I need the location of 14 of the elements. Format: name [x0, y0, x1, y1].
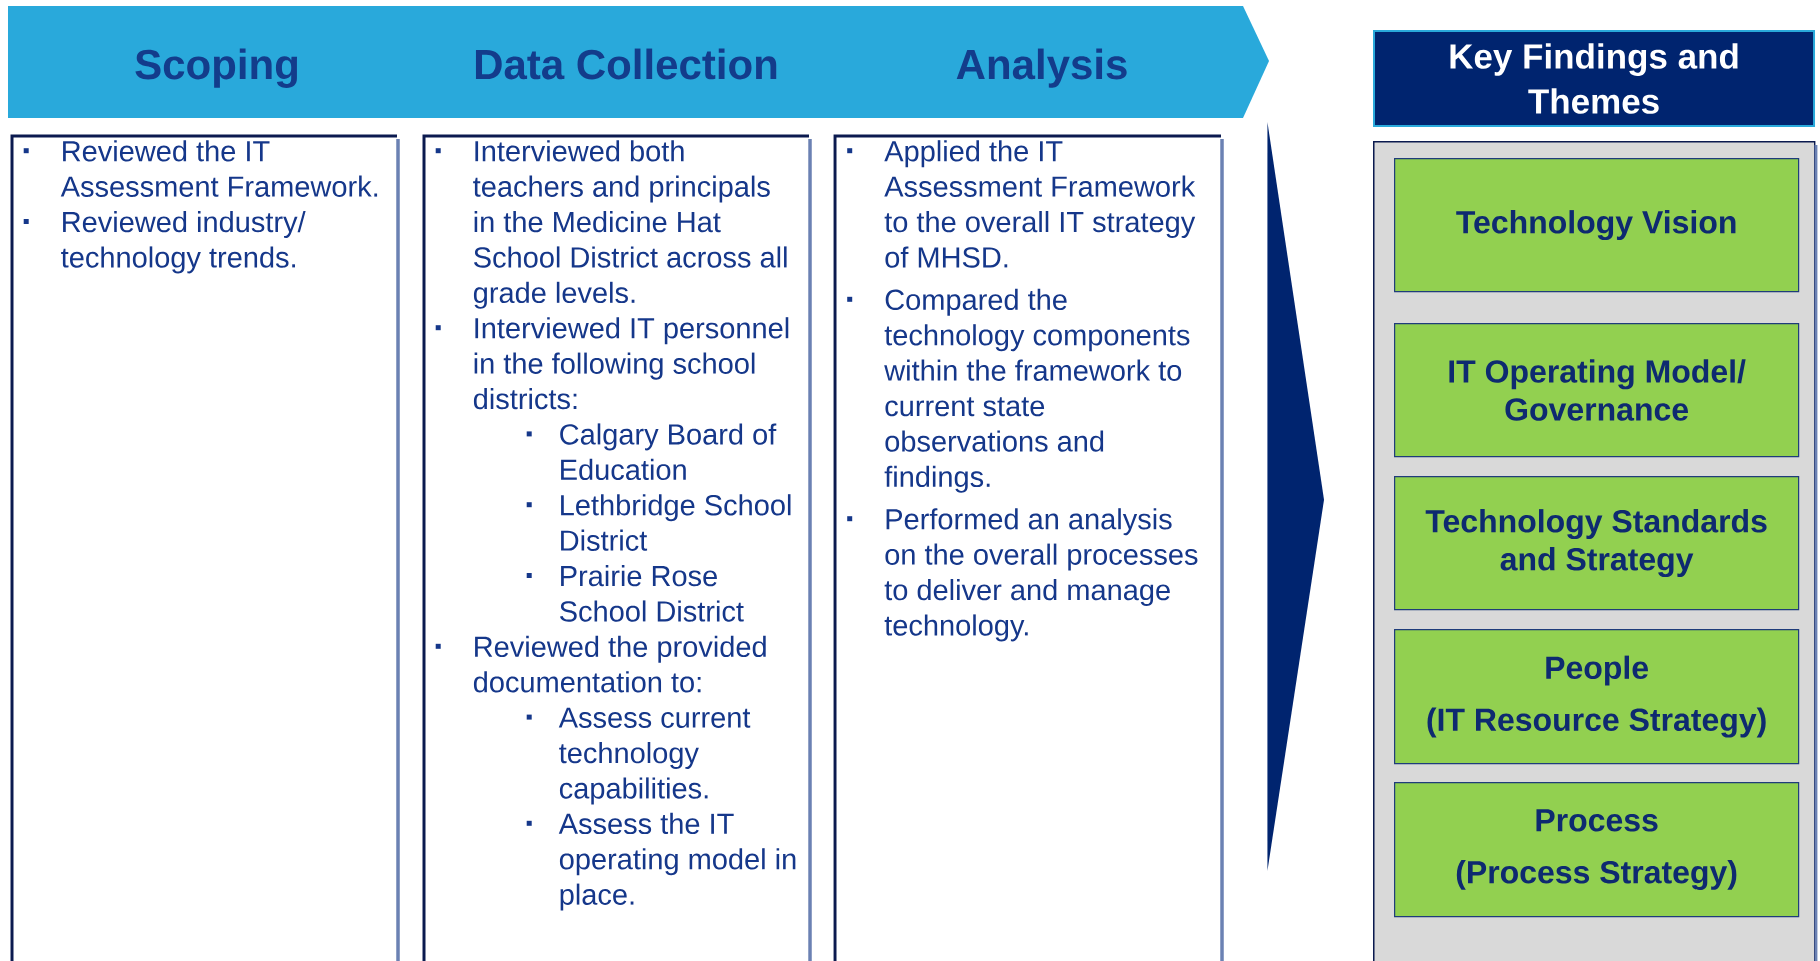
theme-box: IT Operating Model/ Governance	[1394, 323, 1800, 458]
column-heading: Analysis	[956, 48, 1127, 88]
header-box: Key Findings and Themes	[1373, 30, 1815, 127]
theme-box: Process (Process Strategy)	[1394, 782, 1800, 918]
arrow	[1267, 122, 1324, 871]
column-box: Applied the IT Assessment Framework to the overall IT strategy of MHSD. Compared the technology components within the framework to current state observations and findings. Performed an analysis on the overall processes to deliver and manage technology.	[833, 134, 1224, 961]
column-box: Interviewed both teachers and principals in the Medicine Hat School District across all grade levels. Interviewed IT personnel in the following school districts: Calgary Board of Education Lethbridge School District Prairie Rose School District Reviewed the provided documentation to: Assess current technology capabilities. Assess the IT operating model in place.	[422, 134, 812, 961]
chevron-banner	[8, 6, 1269, 118]
theme-box: Technology Vision	[1394, 158, 1800, 293]
theme-box: People (IT Resource Strategy)	[1394, 629, 1800, 765]
theme-box: Technology Standards and Strategy	[1394, 476, 1800, 611]
column-heading: Scoping	[135, 48, 298, 88]
column-heading: Data Collection	[475, 48, 777, 80]
column-box: Reviewed the IT Assessment Framework. Reviewed industry/ technology trends.	[10, 134, 400, 961]
